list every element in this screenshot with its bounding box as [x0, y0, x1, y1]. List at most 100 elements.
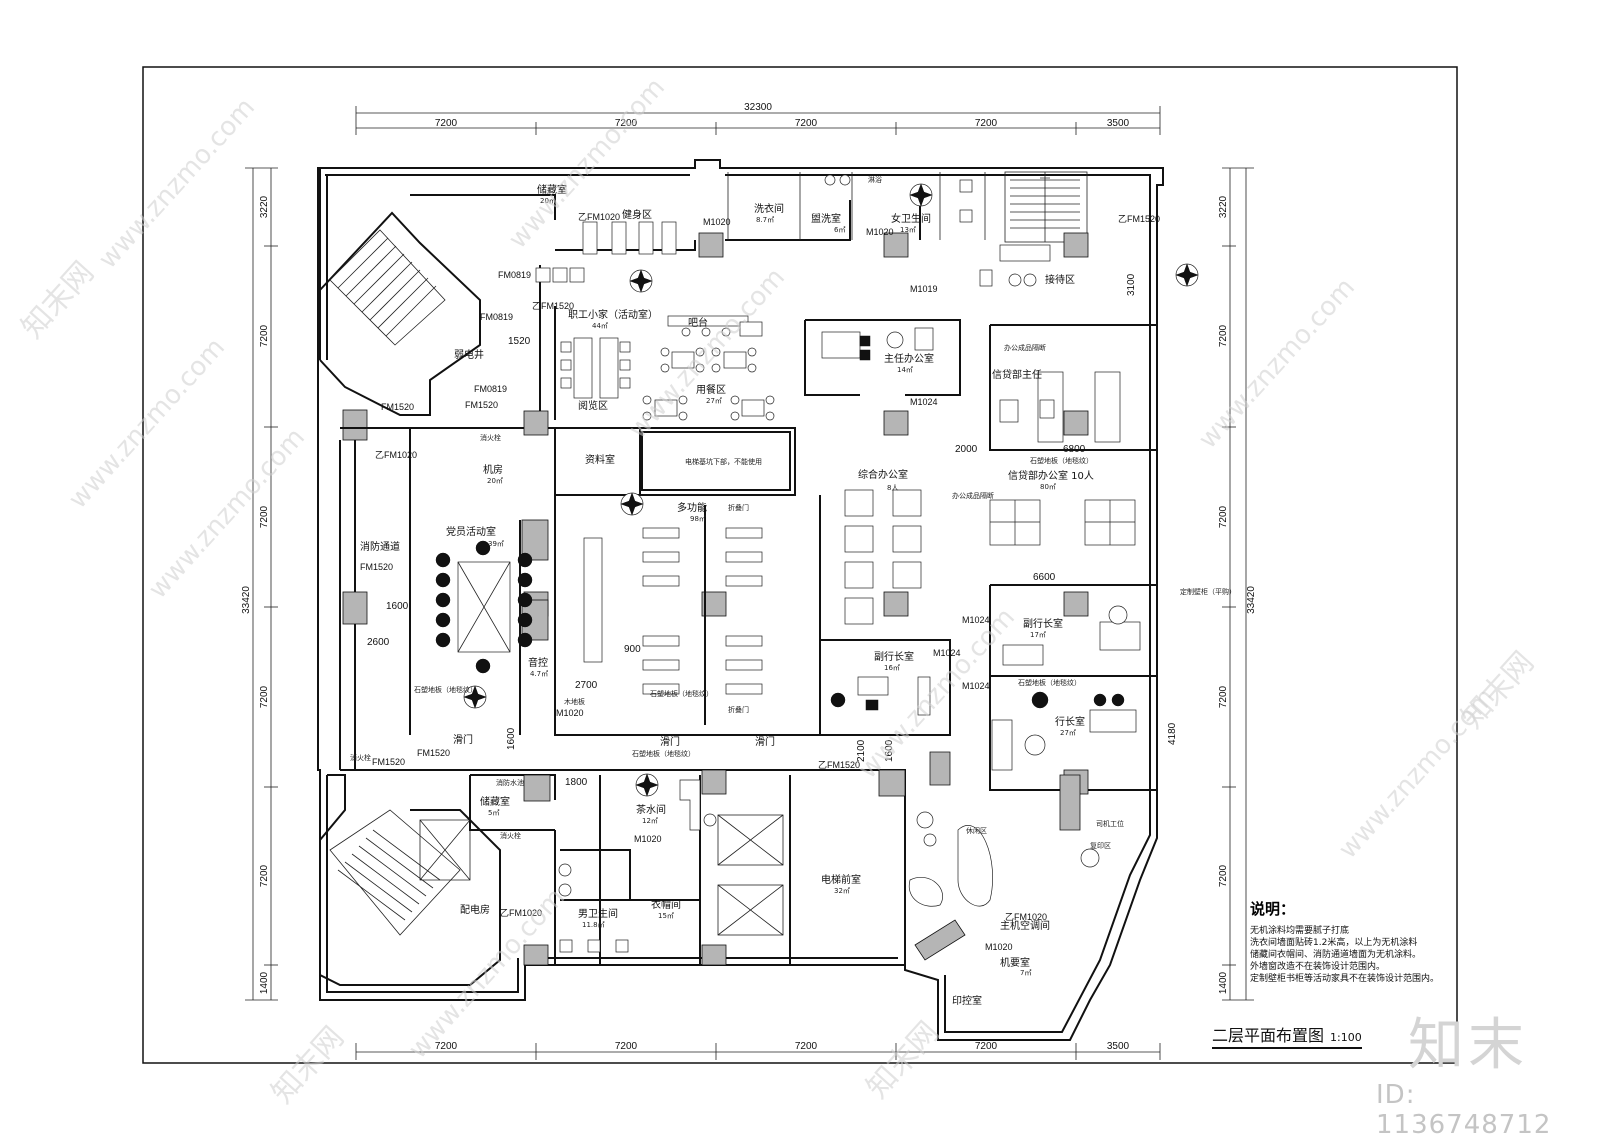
label-stone-floor-party: 石塑地板（地毯纹）	[414, 685, 477, 694]
dim-top-seg-2: 7200	[615, 118, 638, 129]
door-label: FM0819	[498, 270, 531, 280]
dim-top-seg-4: 7200	[975, 118, 998, 129]
label-stone-floor-right: 石塑地板（地毯纹）	[1018, 678, 1081, 687]
dim-top-seg-1: 7200	[435, 118, 458, 129]
label-server-room-area: 7㎡	[1020, 969, 1031, 977]
label-stone-floor-mid: 石塑地板（地毯纹）	[650, 689, 713, 698]
door-label: 乙FM1520	[1118, 214, 1160, 224]
dim-internal: 1520	[508, 336, 531, 347]
label-fire-hydrant-left: 消火栓	[350, 753, 371, 762]
notes-line: 储藏间衣帽间、消防通道墙面为无机涂料。	[1250, 950, 1422, 960]
label-party-room-area: 39㎡	[488, 540, 504, 548]
watermark-text: www.znzmo.com	[63, 333, 231, 515]
label-elevator-lobby: 电梯前室	[821, 873, 861, 886]
dim-internal: 1600	[884, 739, 895, 762]
label-machine-room-area: 20㎡	[487, 477, 503, 485]
door-label: FM1520	[372, 757, 405, 767]
drawing-scale: 1:100	[1330, 1031, 1362, 1044]
label-credit-dept: 信贷部办公室 10人	[1008, 469, 1094, 482]
label-cloakroom: 衣帽间	[651, 898, 681, 911]
label-credit-director: 信贷部主任	[992, 368, 1042, 381]
label-fire-hydrant-top: 消火栓	[480, 433, 501, 442]
furniture	[435, 174, 1141, 953]
label-general-office-area: 8人	[887, 484, 898, 492]
label-tea-room-area: 12㎡	[642, 817, 658, 825]
watermark-brand: 知末网	[265, 1020, 351, 1110]
label-multifunction-area: 98㎡	[690, 515, 706, 523]
label-wood-floor: 木地板	[564, 697, 585, 706]
drawing-title: 二层平面布置图 1:100	[1212, 1022, 1362, 1049]
notes-title: 说明：	[1250, 900, 1296, 918]
label-female-wc: 女卫生间	[891, 212, 931, 225]
door-label: FM1520	[381, 402, 414, 412]
label-washroom: 盥洗室	[811, 212, 841, 225]
outer-walls	[317, 159, 1164, 1041]
door-label: FM1520	[465, 400, 498, 410]
dim-left-seg-2: 7200	[259, 324, 270, 347]
elevator-shafts	[717, 814, 784, 936]
label-reception: 接待区	[1045, 273, 1075, 286]
dim-bottom-seg-4: 7200	[975, 1041, 998, 1052]
door-label: 乙FM1020	[375, 450, 417, 460]
label-staff-home: 职工小家（活动室）	[568, 308, 658, 321]
dim-internal: 900	[624, 644, 641, 655]
label-distribution: 配电房	[460, 903, 490, 916]
internal-dimensions: 1520 1600 2600 2700 900 1800 1600 2100 1…	[367, 273, 1178, 788]
dim-internal: 6800	[1063, 444, 1086, 455]
label-custom-cabinet: 定制壁柜（平购）	[1180, 587, 1236, 596]
label-male-wc-area: 11.8㎡	[582, 921, 605, 929]
label-sliding-door-mid: 滑门	[660, 735, 680, 748]
label-reading: 阅览区	[578, 399, 608, 412]
watermark-brand: 知末网	[1455, 645, 1541, 735]
label-general-office: 综合办公室	[858, 468, 908, 481]
label-storage-bottom-area: 5㎡	[488, 809, 499, 817]
dim-right-seg-3: 7200	[1218, 505, 1229, 528]
stair-top-right	[1004, 171, 1088, 243]
door-label: FM1520	[360, 562, 393, 572]
door-label: M1020	[634, 834, 662, 844]
image-id-watermark: ID: 1136748712	[1376, 1080, 1552, 1140]
label-fire-passage: 消防通道	[360, 540, 400, 553]
label-president-area: 27㎡	[1060, 729, 1076, 737]
label-server-room: 机要室	[1000, 956, 1030, 969]
label-shower: 淋浴	[868, 175, 882, 184]
notes-line: 洗衣间墙面贴砖1.2米高，以上为无机涂料	[1250, 938, 1418, 948]
label-fire-pool: 消防水池	[496, 778, 524, 787]
dim-left-seg-6: 1400	[259, 971, 270, 994]
label-fire-hydrant-bottom: 消火栓	[500, 831, 521, 840]
plant-icon	[635, 773, 659, 797]
label-archive-note: 电梯基坑下部，不能使用	[685, 457, 762, 466]
dim-right-total: 33420	[1246, 586, 1257, 614]
door-label: M1020	[985, 942, 1013, 952]
label-office-screen-2: 办公成品隔断	[952, 491, 994, 500]
label-print-area: 复印区	[1090, 841, 1111, 850]
watermark-text: www.znzmo.com	[623, 263, 791, 445]
door-label: 乙FM1020	[1005, 912, 1047, 922]
label-dining-area: 27㎡	[706, 397, 722, 405]
dimension-left: 33420 3220 7200 7200 7200 7200 1400	[241, 167, 278, 1001]
door-label: FM0819	[474, 384, 507, 394]
dim-bottom-seg-3: 7200	[795, 1041, 818, 1052]
label-washroom-area: 6㎡	[834, 226, 845, 234]
watermark-text: www.znzmo.com	[93, 93, 261, 275]
label-elevator-lobby-area: 32㎡	[834, 887, 850, 895]
label-machine-room: 机房	[483, 463, 503, 476]
room-labels: 储藏室 20㎡ 健身区 洗衣间 8.7㎡ 盥洗室 6㎡ 女卫生间 13㎡ 淋浴 …	[350, 175, 1236, 1007]
label-lounge: 休闲区	[966, 826, 987, 835]
label-deputy-president-left: 副行长室	[874, 650, 914, 663]
label-laundry-area: 8.7㎡	[756, 216, 774, 224]
drawing-title-text: 二层平面布置图	[1212, 1026, 1325, 1045]
label-deputy-president-right-area: 17㎡	[1030, 631, 1046, 639]
door-label: M1019	[910, 284, 938, 294]
dim-internal: 1600	[506, 727, 517, 750]
door-label: M1024	[933, 648, 961, 658]
door-label: M1024	[962, 615, 990, 625]
plant-icon	[909, 183, 933, 207]
label-print-control: 印控室	[952, 994, 982, 1007]
label-folding-door-top: 折叠门	[728, 503, 749, 512]
door-labels: 乙FM1020 M1020 M1020 M1019 乙FM1520 FM0819…	[360, 212, 1160, 952]
dim-right-seg-6: 1400	[1218, 971, 1229, 994]
door-label: 乙FM1520	[818, 760, 860, 770]
door-label: 乙FM1020	[578, 212, 620, 222]
label-stone-floor-top: 石塑地板（地毯纹）	[1030, 456, 1093, 465]
